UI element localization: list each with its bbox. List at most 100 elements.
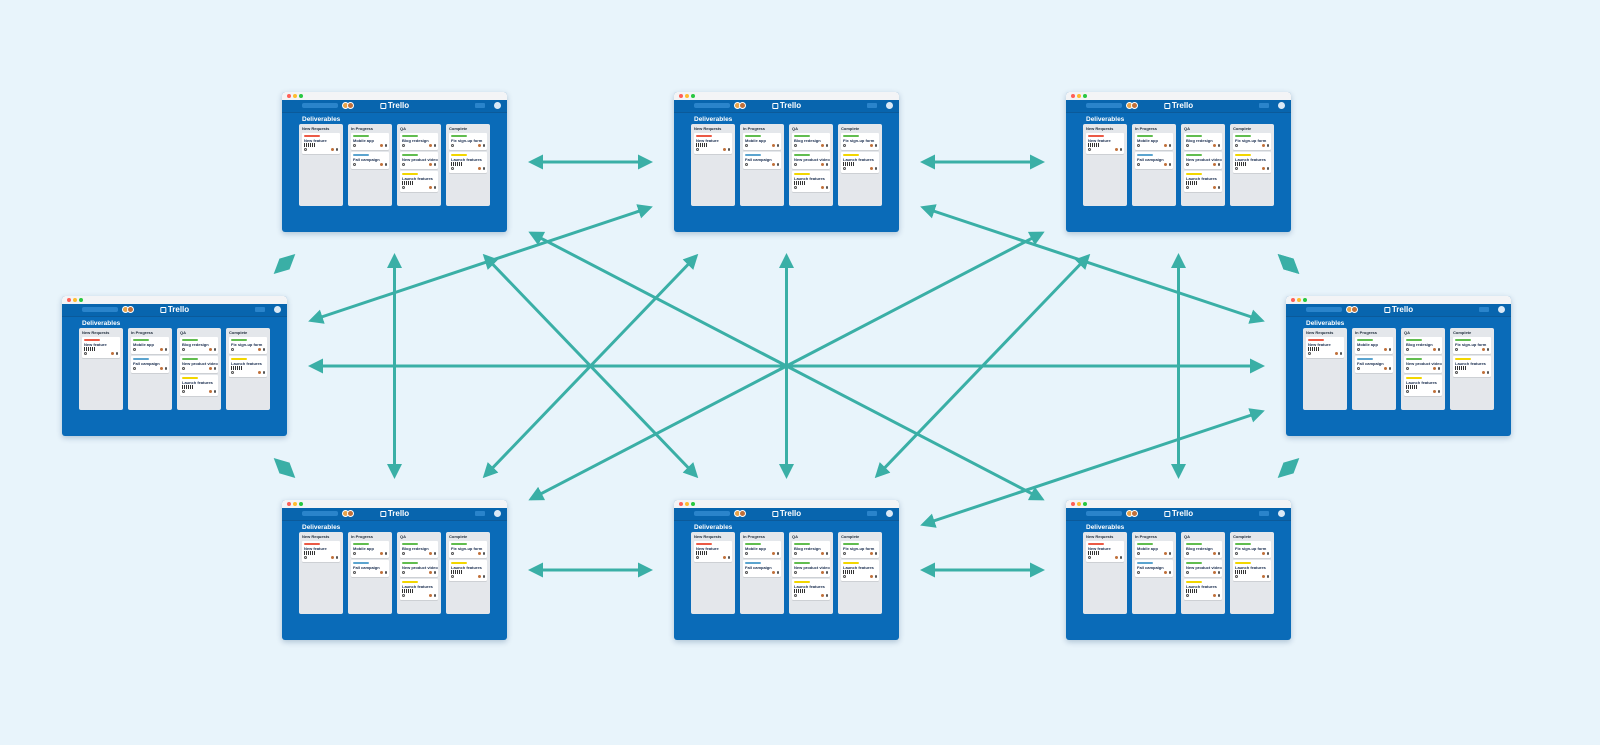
card[interactable]: Mobile app xyxy=(1135,541,1173,558)
close-dot[interactable] xyxy=(679,94,683,98)
card[interactable]: Fix sign-up form xyxy=(841,541,879,558)
search-input[interactable] xyxy=(1306,307,1342,312)
trello-logo[interactable]: Trello xyxy=(1163,509,1193,518)
avatar[interactable] xyxy=(127,306,134,313)
add-button[interactable] xyxy=(255,307,265,312)
avatar[interactable] xyxy=(1351,306,1358,313)
card[interactable]: Launch features xyxy=(841,152,879,173)
card[interactable]: New product video xyxy=(400,560,438,577)
card[interactable]: Launch features xyxy=(792,171,830,192)
card[interactable]: Launch features xyxy=(400,171,438,192)
card[interactable]: Blog redesign xyxy=(792,133,830,150)
notification-icon[interactable] xyxy=(274,306,281,313)
card[interactable]: Launch features xyxy=(1233,152,1271,173)
card[interactable]: Blog redesign xyxy=(1184,133,1222,150)
add-button[interactable] xyxy=(867,511,877,516)
card[interactable]: Fall campaign xyxy=(743,560,781,577)
card[interactable]: Fall campaign xyxy=(1355,356,1393,373)
card[interactable]: Blog redesign xyxy=(400,133,438,150)
card[interactable]: Launch features xyxy=(1184,579,1222,600)
card[interactable]: Launch features xyxy=(180,375,218,396)
card[interactable]: New feature xyxy=(694,541,732,562)
card[interactable]: New feature xyxy=(302,541,340,562)
minimize-dot[interactable] xyxy=(1297,298,1301,302)
card[interactable]: Mobile app xyxy=(351,541,389,558)
avatar[interactable] xyxy=(739,102,746,109)
card[interactable]: Fall campaign xyxy=(1135,560,1173,577)
card[interactable]: Launch features xyxy=(841,560,879,581)
card[interactable]: Launch features xyxy=(1404,375,1442,396)
search-input[interactable] xyxy=(694,103,730,108)
card[interactable]: Blog redesign xyxy=(792,541,830,558)
trello-logo[interactable]: Trello xyxy=(1163,101,1193,110)
card[interactable]: Blog redesign xyxy=(180,337,218,354)
card[interactable]: Blog redesign xyxy=(1184,541,1222,558)
card[interactable]: Mobile app xyxy=(743,541,781,558)
avatar[interactable] xyxy=(1131,102,1138,109)
card[interactable]: Launch features xyxy=(449,560,487,581)
card[interactable]: Fix sign-up form xyxy=(449,133,487,150)
card[interactable]: New product video xyxy=(792,560,830,577)
card[interactable]: New product video xyxy=(1184,560,1222,577)
trello-logo[interactable]: Trello xyxy=(771,101,801,110)
card[interactable]: Fix sign-up form xyxy=(1233,541,1271,558)
close-dot[interactable] xyxy=(287,94,291,98)
card[interactable]: New feature xyxy=(82,337,120,358)
card[interactable]: Mobile app xyxy=(743,133,781,150)
search-input[interactable] xyxy=(82,307,118,312)
minimize-dot[interactable] xyxy=(73,298,77,302)
minimize-dot[interactable] xyxy=(1077,94,1081,98)
notification-icon[interactable] xyxy=(886,510,893,517)
card[interactable]: Fall campaign xyxy=(743,152,781,169)
trello-logo[interactable]: Trello xyxy=(379,101,409,110)
avatar[interactable] xyxy=(347,510,354,517)
close-dot[interactable] xyxy=(67,298,71,302)
card[interactable]: Blog redesign xyxy=(1404,337,1442,354)
search-input[interactable] xyxy=(1086,511,1122,516)
card[interactable]: Launch features xyxy=(792,579,830,600)
card[interactable]: Launch features xyxy=(1184,171,1222,192)
search-input[interactable] xyxy=(302,103,338,108)
trello-logo[interactable]: Trello xyxy=(1383,305,1413,314)
card[interactable]: Fall campaign xyxy=(351,560,389,577)
card[interactable]: New product video xyxy=(1404,356,1442,373)
card[interactable]: Launch features xyxy=(449,152,487,173)
maximize-dot[interactable] xyxy=(691,94,695,98)
card[interactable]: New feature xyxy=(1306,337,1344,358)
close-dot[interactable] xyxy=(679,502,683,506)
notification-icon[interactable] xyxy=(494,102,501,109)
card[interactable]: New feature xyxy=(1086,541,1124,562)
card[interactable]: Fix sign-up form xyxy=(449,541,487,558)
card[interactable]: Launch features xyxy=(1453,356,1491,377)
card[interactable]: Mobile app xyxy=(131,337,169,354)
card[interactable]: Mobile app xyxy=(1135,133,1173,150)
card[interactable]: New product video xyxy=(180,356,218,373)
maximize-dot[interactable] xyxy=(299,94,303,98)
notification-icon[interactable] xyxy=(1498,306,1505,313)
card[interactable]: New product video xyxy=(400,152,438,169)
card[interactable]: New product video xyxy=(1184,152,1222,169)
add-button[interactable] xyxy=(1259,511,1269,516)
close-dot[interactable] xyxy=(1291,298,1295,302)
add-button[interactable] xyxy=(867,103,877,108)
card[interactable]: New product video xyxy=(792,152,830,169)
card[interactable]: Launch features xyxy=(400,579,438,600)
notification-icon[interactable] xyxy=(1278,102,1285,109)
card[interactable]: Mobile app xyxy=(351,133,389,150)
minimize-dot[interactable] xyxy=(1077,502,1081,506)
minimize-dot[interactable] xyxy=(685,502,689,506)
search-input[interactable] xyxy=(1086,103,1122,108)
add-button[interactable] xyxy=(1259,103,1269,108)
avatar[interactable] xyxy=(1131,510,1138,517)
close-dot[interactable] xyxy=(1071,502,1075,506)
maximize-dot[interactable] xyxy=(1083,94,1087,98)
card[interactable]: Launch features xyxy=(1233,560,1271,581)
search-input[interactable] xyxy=(694,511,730,516)
card[interactable]: Fall campaign xyxy=(131,356,169,373)
card[interactable]: Mobile app xyxy=(1355,337,1393,354)
card[interactable]: New feature xyxy=(694,133,732,154)
minimize-dot[interactable] xyxy=(293,94,297,98)
card[interactable]: Fall campaign xyxy=(1135,152,1173,169)
maximize-dot[interactable] xyxy=(1303,298,1307,302)
maximize-dot[interactable] xyxy=(1083,502,1087,506)
